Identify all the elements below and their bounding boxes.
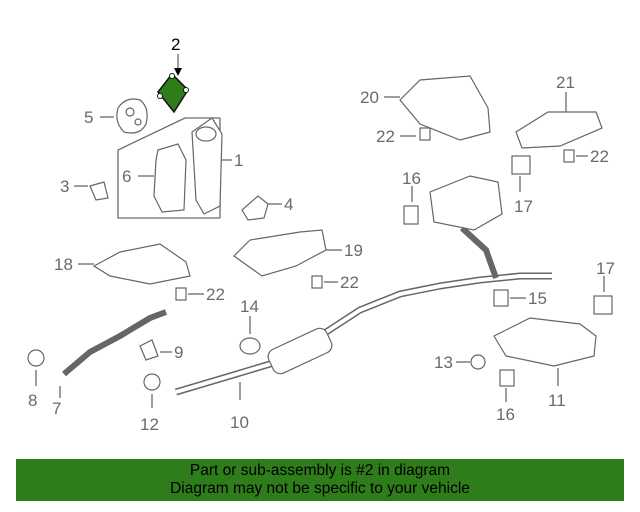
part-8-gasket[interactable] bbox=[27, 349, 45, 367]
callout-22c: 22 bbox=[340, 273, 359, 292]
part-17-hanger-b[interactable] bbox=[593, 295, 613, 315]
callout-12: 12 bbox=[140, 415, 159, 434]
part-7-front-pipe[interactable] bbox=[62, 309, 168, 377]
part-21-shield[interactable] bbox=[515, 111, 603, 149]
part-9-clamp[interactable] bbox=[139, 339, 159, 361]
banner-line-1: Part or sub-assembly is #2 in diagram bbox=[189, 462, 451, 479]
part-muffler-front bbox=[429, 175, 503, 231]
callout-4: 4 bbox=[284, 195, 293, 214]
part-12-gasket[interactable] bbox=[143, 373, 161, 391]
callout-2: 2 bbox=[171, 35, 180, 54]
callout-18: 18 bbox=[54, 255, 73, 274]
part-10-resonator[interactable] bbox=[266, 326, 335, 377]
part-20-shield[interactable] bbox=[399, 75, 491, 141]
callout-5: 5 bbox=[84, 108, 93, 127]
part-2-gasket[interactable] bbox=[157, 72, 189, 114]
callout-17b: 17 bbox=[596, 259, 615, 278]
part-22-bolt-d[interactable] bbox=[175, 287, 187, 301]
callout-15: 15 bbox=[528, 289, 547, 308]
exhaust-parts-diagram: 2 5 1 6 3 4 20 21 22 22 19 bbox=[27, 35, 615, 434]
info-banner: Part or sub-assembly is #2 in diagram Di… bbox=[16, 459, 624, 501]
part-6-converter[interactable] bbox=[153, 117, 223, 215]
part-14-hanger[interactable] bbox=[239, 337, 261, 355]
callout-16b: 16 bbox=[496, 405, 515, 424]
leader-2-arrow bbox=[174, 68, 182, 76]
callout-17a: 17 bbox=[514, 197, 533, 216]
part-19-shield[interactable] bbox=[233, 229, 327, 277]
callout-3: 3 bbox=[60, 177, 69, 196]
exhaust-pipe-inner bbox=[175, 274, 552, 394]
callout-22b: 22 bbox=[590, 147, 609, 166]
callout-13: 13 bbox=[434, 353, 453, 372]
callout-6: 6 bbox=[122, 167, 131, 186]
part-22-bolt-c[interactable] bbox=[311, 275, 323, 289]
part-13-gasket[interactable] bbox=[470, 354, 486, 370]
part-11-muffler[interactable] bbox=[493, 317, 597, 367]
callout-8: 8 bbox=[28, 391, 37, 410]
callout-7: 7 bbox=[52, 399, 61, 418]
callout-10: 10 bbox=[230, 413, 249, 432]
callout-14: 14 bbox=[240, 297, 259, 316]
part-17-hanger-a[interactable] bbox=[511, 155, 531, 175]
assembly-1-box bbox=[117, 117, 220, 219]
callout-1: 1 bbox=[234, 151, 243, 170]
part-16-hanger-a[interactable] bbox=[403, 205, 419, 225]
callout-21: 21 bbox=[556, 73, 575, 92]
part-22-bolt-a[interactable] bbox=[419, 127, 431, 141]
part-5-shield[interactable] bbox=[116, 98, 148, 134]
callout-9: 9 bbox=[174, 343, 183, 362]
banner-line-2: Diagram may not be specific to your vehi… bbox=[170, 480, 470, 497]
part-22-bolt-b[interactable] bbox=[563, 149, 575, 163]
callout-22d: 22 bbox=[206, 285, 225, 304]
callout-22a: 22 bbox=[376, 127, 395, 146]
part-4-stay[interactable] bbox=[241, 195, 269, 221]
callout-11: 11 bbox=[548, 391, 566, 410]
part-3-bracket[interactable] bbox=[89, 181, 109, 201]
exhaust-pipe-branch bbox=[459, 225, 499, 280]
callout-19: 19 bbox=[344, 241, 363, 260]
part-15-hanger[interactable] bbox=[493, 289, 509, 307]
part-18-shield[interactable] bbox=[92, 243, 191, 285]
callout-20: 20 bbox=[360, 88, 379, 107]
callout-16a: 16 bbox=[402, 169, 421, 188]
part-16-hanger-b[interactable] bbox=[499, 369, 515, 387]
